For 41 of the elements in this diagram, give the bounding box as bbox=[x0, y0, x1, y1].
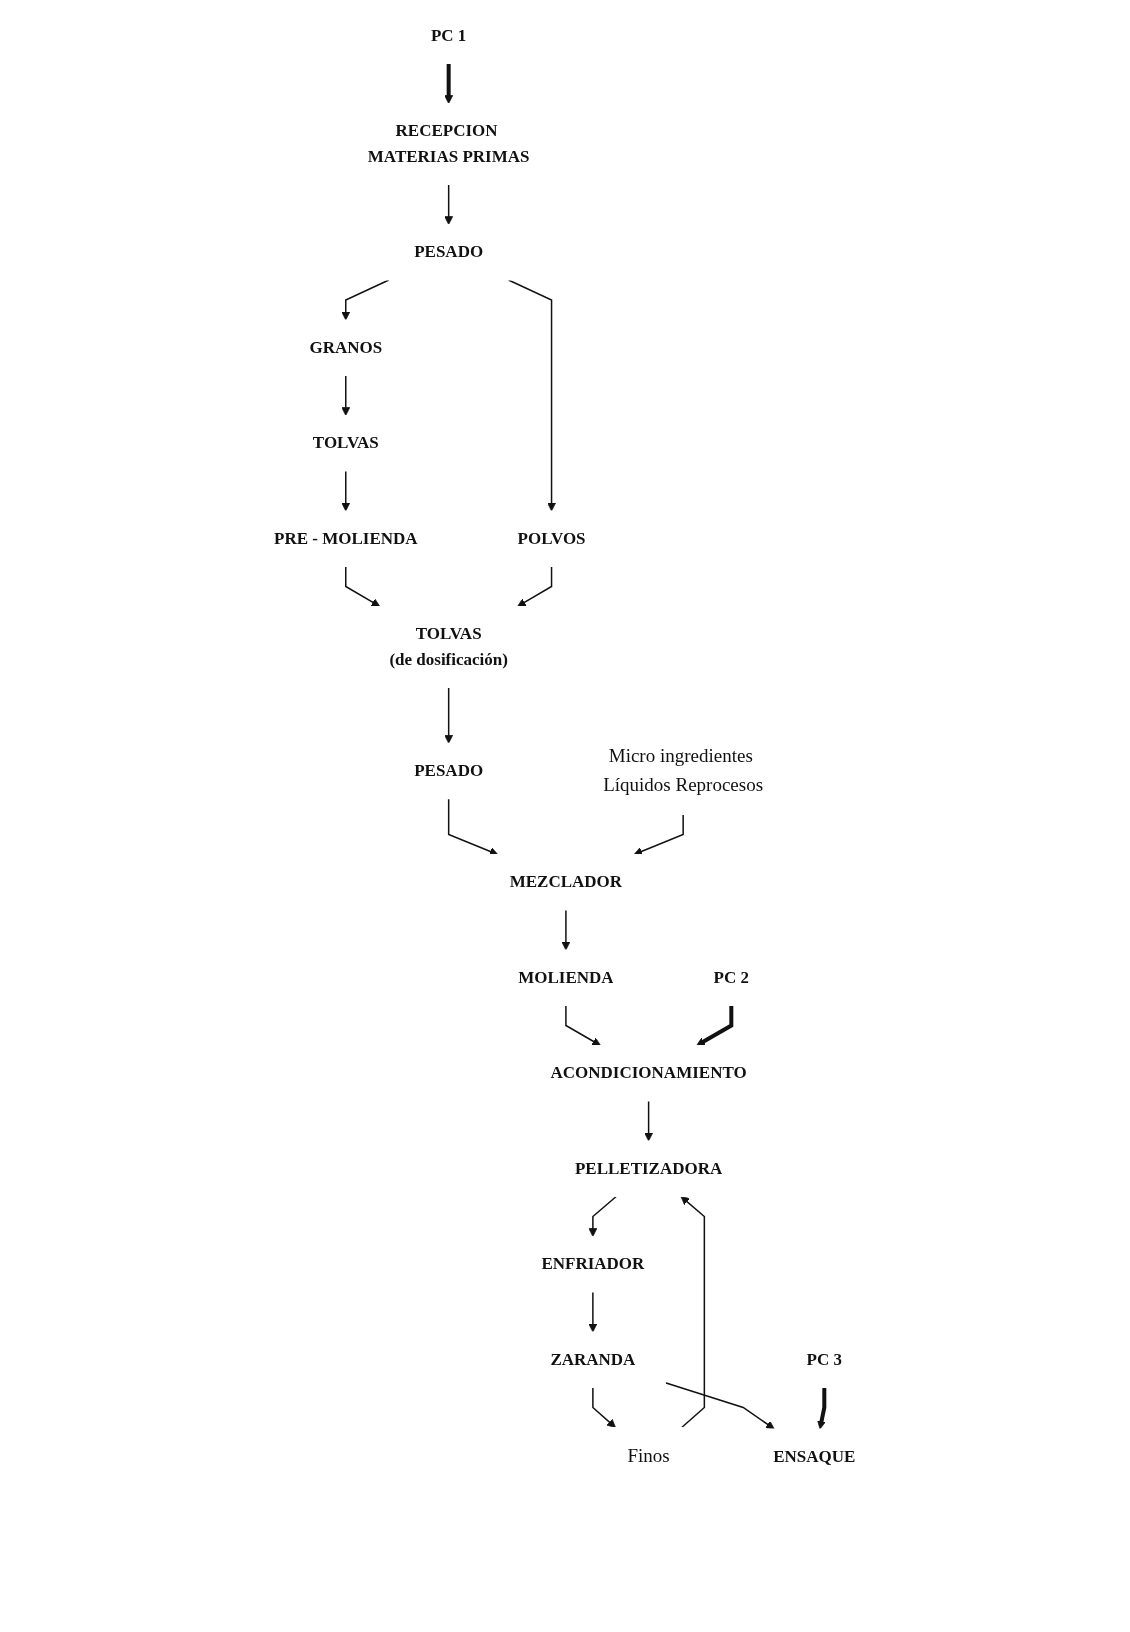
arrow bbox=[664, 1382, 775, 1430]
node-text: PRE - MOLIENDA bbox=[274, 528, 418, 548]
arrow bbox=[680, 1196, 706, 1429]
arrow bbox=[592, 1386, 617, 1428]
arrow bbox=[508, 279, 557, 512]
arrow bbox=[565, 1004, 602, 1046]
arrow bbox=[561, 909, 571, 951]
node-text: MOLIENDA bbox=[518, 967, 614, 987]
arrow bbox=[817, 1387, 827, 1430]
node-text: ENFRIADOR bbox=[541, 1254, 645, 1274]
node-text: ACONDICIONAMIENTO bbox=[550, 1063, 747, 1083]
node-text: PESADO bbox=[414, 242, 484, 262]
arrow bbox=[448, 798, 499, 856]
arrow bbox=[644, 1100, 654, 1142]
arrow bbox=[696, 1005, 734, 1046]
node-text: ENSAQUE bbox=[773, 1446, 856, 1466]
arrow bbox=[444, 686, 454, 744]
arrow bbox=[444, 63, 454, 104]
node-text: GRANOS bbox=[309, 337, 383, 357]
arrow bbox=[588, 1291, 598, 1333]
arrow bbox=[341, 279, 390, 321]
arrow bbox=[444, 183, 454, 225]
arrow bbox=[341, 470, 351, 512]
node-text: POLVOS bbox=[517, 528, 586, 548]
node-text: ZARANDA bbox=[550, 1349, 636, 1369]
arrow bbox=[341, 374, 351, 416]
node-text: PC 3 bbox=[806, 1349, 843, 1369]
node-text: PESADO bbox=[414, 761, 484, 781]
arrow bbox=[588, 1195, 618, 1237]
arrow bbox=[633, 813, 685, 856]
node-text: Micro ingredientes Líquidos Reprocesos bbox=[603, 745, 764, 795]
node-text: RECEPCION MATERIAS PRIMAS bbox=[368, 121, 530, 166]
arrow bbox=[517, 565, 553, 607]
arrow bbox=[345, 565, 381, 607]
node-text: PC 2 bbox=[713, 967, 750, 987]
node-text: MEZCLADOR bbox=[510, 872, 623, 892]
node-text: Finos bbox=[627, 1445, 671, 1467]
node-text: TOLVAS bbox=[313, 433, 380, 453]
node-text: PC 1 bbox=[431, 26, 467, 45]
node-text: PELLETIZADORA bbox=[575, 1158, 723, 1178]
node-text: TOLVAS (de dosificación) bbox=[389, 624, 509, 669]
